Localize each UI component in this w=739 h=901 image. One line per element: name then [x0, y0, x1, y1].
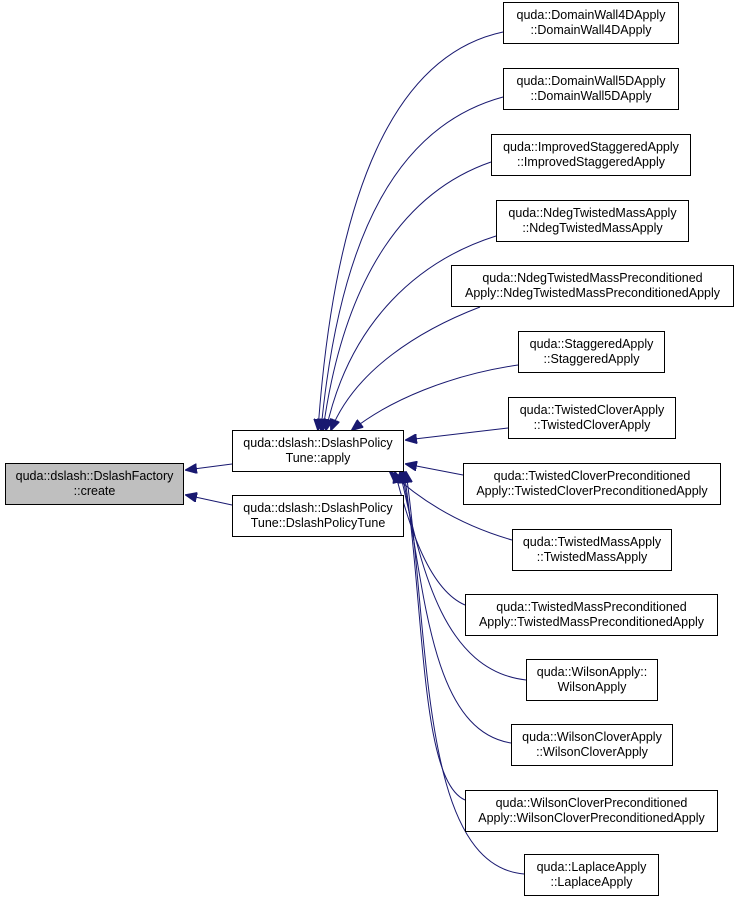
node-label-line: quda::WilsonCloverPreconditioned: [495, 796, 688, 810]
node-ndeg-twisted-mass-preconditioned-apply[interactable]: quda::NdegTwistedMassPreconditioned Appl…: [451, 265, 734, 307]
edge-wcp-to-apply: [404, 472, 466, 801]
node-label-line: ::TwistedCloverApply: [533, 418, 651, 432]
edge-apply-to-root: [186, 463, 233, 470]
node-label-line: quda::TwistedMassApply: [522, 535, 662, 549]
node-improved-staggered-apply[interactable]: quda::ImprovedStaggeredApply ::ImprovedS…: [491, 134, 691, 176]
node-twisted-mass-preconditioned-apply[interactable]: quda::TwistedMassPreconditioned Apply::T…: [465, 594, 718, 636]
node-label-line: Apply::WilsonCloverPreconditionedApply: [478, 811, 705, 825]
node-domain-wall-5d-apply[interactable]: quda::DomainWall5DApply ::DomainWall5DAp…: [503, 68, 679, 110]
node-label-line: ::TwistedMassApply: [536, 550, 648, 564]
edge-tmp-to-apply: [395, 472, 466, 606]
node-label-line: ::WilsonCloverApply: [536, 745, 648, 759]
node-label-line: quda::TwistedCloverApply: [519, 403, 665, 417]
node-label-line: quda::WilsonApply::: [536, 665, 648, 679]
node-domain-wall-4d-apply[interactable]: quda::DomainWall4DApply ::DomainWall4DAp…: [503, 2, 679, 44]
node-label-line: Apply::NdegTwistedMassPreconditionedAppl…: [465, 286, 720, 300]
edge-ndeg-to-apply: [326, 235, 497, 430]
node-label-line: Tune::apply: [285, 451, 351, 465]
edge-istag-to-apply: [323, 161, 492, 430]
node-label-line: ::NdegTwistedMassApply: [522, 221, 663, 235]
node-label-line: ::create: [73, 484, 116, 498]
node-twisted-mass-apply[interactable]: quda::TwistedMassApply ::TwistedMassAppl…: [512, 529, 672, 571]
node-label-line: quda::WilsonCloverApply: [522, 730, 662, 744]
node-twisted-clover-apply[interactable]: quda::TwistedCloverApply ::TwistedClover…: [508, 397, 676, 439]
node-twisted-clover-preconditioned-apply[interactable]: quda::TwistedCloverPreconditioned Apply:…: [463, 463, 721, 505]
node-wilson-clover-apply[interactable]: quda::WilsonCloverApply ::WilsonCloverAp…: [511, 724, 673, 766]
node-label-line: quda::DomainWall5DApply: [516, 74, 666, 88]
node-dslash-factory-create: quda::dslash::DslashFactory ::create: [5, 463, 184, 505]
node-label-line: ::StaggeredApply: [543, 352, 640, 366]
node-label-line: quda::NdegTwistedMassApply: [508, 206, 677, 220]
node-label-line: WilsonApply: [557, 680, 627, 694]
node-label-line: quda::ImprovedStaggeredApply: [503, 140, 679, 154]
edge-dw5-to-apply: [321, 96, 504, 430]
node-wilson-clover-preconditioned-apply[interactable]: quda::WilsonCloverPreconditioned Apply::…: [465, 790, 718, 832]
node-label-line: quda::dslash::DslashPolicy: [243, 501, 393, 515]
node-label-line: quda::DomainWall4DApply: [516, 8, 666, 22]
node-dslash-policy-tune-constructor[interactable]: quda::dslash::DslashPolicy Tune::DslashP…: [232, 495, 404, 537]
node-laplace-apply[interactable]: quda::LaplaceApply ::LaplaceApply: [524, 854, 659, 896]
node-wilson-apply[interactable]: quda::WilsonApply:: WilsonApply: [526, 659, 658, 701]
edge-ndegp-to-apply: [331, 306, 481, 430]
node-label-line: ::LaplaceApply: [550, 875, 633, 889]
edge-tcp-to-apply: [406, 464, 464, 476]
node-label-line: Apply::TwistedMassPreconditionedApply: [478, 615, 705, 629]
node-label-line: ::DomainWall5DApply: [530, 89, 652, 103]
node-label-line: quda::TwistedMassPreconditioned: [496, 600, 687, 614]
node-ndeg-twisted-mass-apply[interactable]: quda::NdegTwistedMassApply ::NdegTwisted…: [496, 200, 689, 242]
node-label-line: Tune::DslashPolicyTune: [250, 516, 386, 530]
node-dslash-policy-tune-apply[interactable]: quda::dslash::DslashPolicy Tune::apply: [232, 430, 404, 472]
node-label-line: quda::dslash::DslashFactory: [15, 469, 174, 483]
edge-tc-to-apply: [406, 427, 509, 440]
edge-stag-to-apply: [352, 364, 519, 430]
node-label-line: quda::LaplaceApply: [536, 860, 647, 874]
node-label-line: ::ImprovedStaggeredApply: [516, 155, 665, 169]
node-label-line: quda::NdegTwistedMassPreconditioned: [482, 271, 703, 285]
edge-ctor-to-root: [186, 495, 233, 506]
node-label-line: Apply::TwistedCloverPreconditionedApply: [476, 484, 708, 498]
node-label-line: quda::StaggeredApply: [529, 337, 654, 351]
node-staggered-apply[interactable]: quda::StaggeredApply ::StaggeredApply: [518, 331, 665, 373]
node-label-line: ::DomainWall4DApply: [530, 23, 652, 37]
edge-lap-to-apply: [406, 472, 525, 875]
edge-dw4-to-apply: [318, 31, 504, 430]
node-label-line: quda::dslash::DslashPolicy: [243, 436, 393, 450]
node-label-line: quda::TwistedCloverPreconditioned: [493, 469, 691, 483]
